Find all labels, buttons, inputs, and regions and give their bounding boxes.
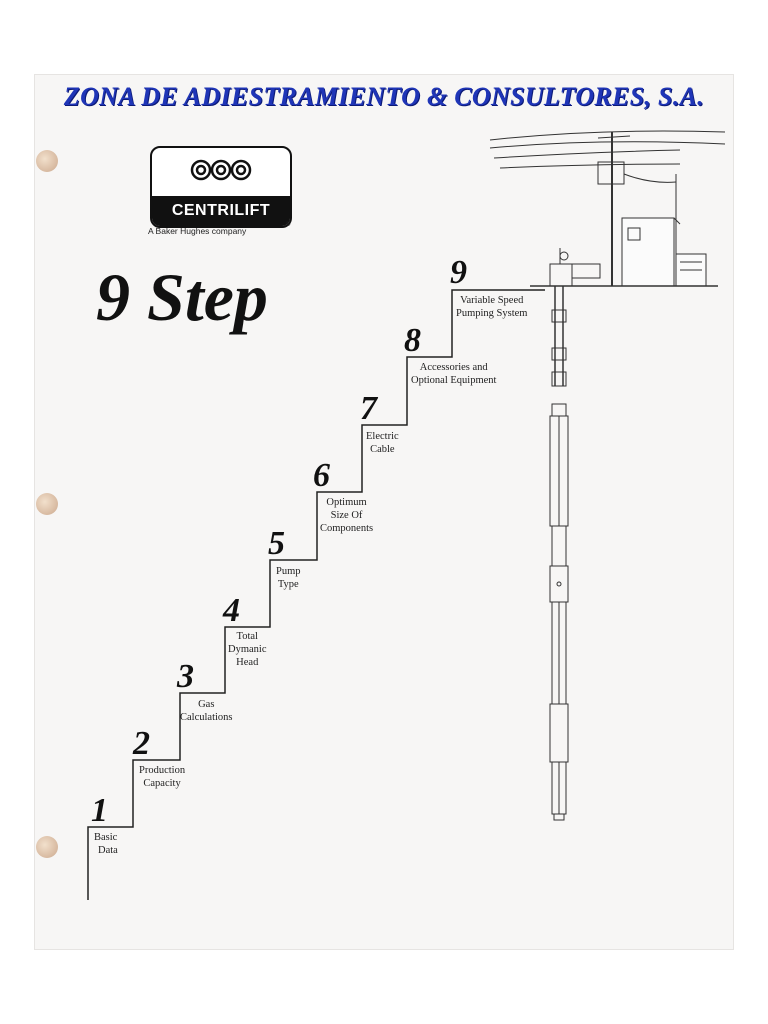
logo-brand-text: CENTRILIFT (152, 196, 290, 226)
step-3-number: 3 (177, 658, 194, 695)
page-header: ZONA DE ADIESTRAMIENTO & CONSULTORES, S.… (63, 82, 705, 111)
binder-hole-top (36, 150, 58, 172)
logo-swirl-icon (190, 159, 252, 181)
binder-hole-middle (36, 493, 58, 515)
step-9-number: 9 (450, 254, 467, 291)
step-5-number: 5 (268, 525, 285, 562)
esp-well-illustration (489, 130, 726, 821)
main-title: 9 Step (96, 259, 268, 335)
step-7-number: 7 (360, 390, 377, 427)
centrilift-logo: CENTRILIFT (150, 146, 292, 228)
step-8-number: 8 (404, 322, 421, 359)
logo-subtitle: A Baker Hughes company (148, 226, 247, 236)
step-2-number: 2 (133, 725, 150, 762)
step-1-number: 1 (91, 792, 108, 829)
binder-hole-bottom (36, 836, 58, 858)
logo-trademark: ® (286, 222, 291, 228)
step-6-number: 6 (313, 457, 330, 494)
step-4-number: 4 (223, 592, 240, 629)
